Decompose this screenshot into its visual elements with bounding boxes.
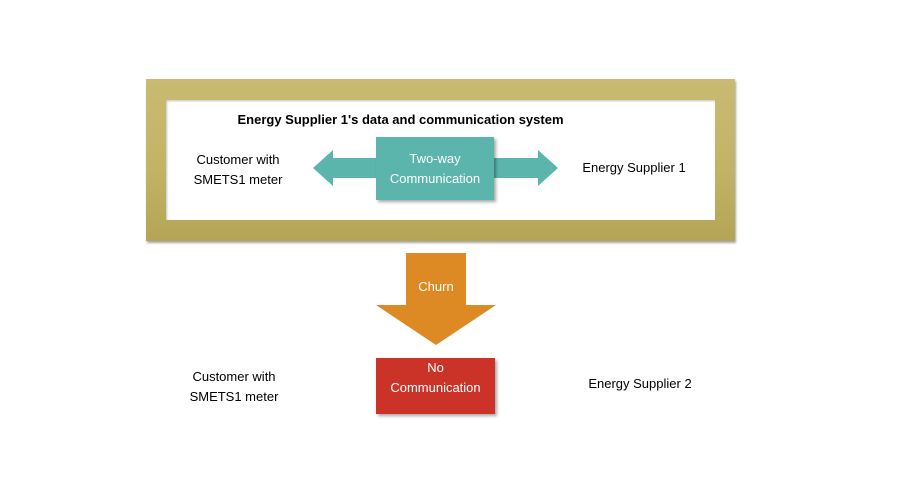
- bottom-customer-line1: Customer with: [192, 369, 276, 384]
- top-customer-label: Customer with SMETS1 meter: [180, 150, 296, 190]
- two-way-communication-line1: Two-way: [409, 150, 461, 166]
- no-communication-box: No Communication: [376, 358, 495, 414]
- churn-label: Churn: [418, 279, 454, 294]
- no-communication-line1: No: [427, 360, 444, 375]
- bottom-supplier-label: Energy Supplier 2: [588, 376, 692, 391]
- bottom-customer-label: Customer with SMETS1 meter: [176, 367, 292, 407]
- churn-arrow: [376, 253, 496, 345]
- two-way-communication-line2: Communication: [389, 170, 481, 186]
- bottom-customer-line2: SMETS1 meter: [189, 389, 279, 404]
- top-customer-line2: SMETS1 meter: [193, 172, 283, 187]
- two-way-communication-box: Two-way Communication: [376, 137, 494, 200]
- top-supplier-label: Energy Supplier 1: [582, 160, 686, 175]
- no-communication-line2: Communication: [390, 380, 481, 395]
- system-title: Energy Supplier 1's data and communicati…: [237, 112, 564, 127]
- top-customer-line1: Customer with: [196, 152, 280, 167]
